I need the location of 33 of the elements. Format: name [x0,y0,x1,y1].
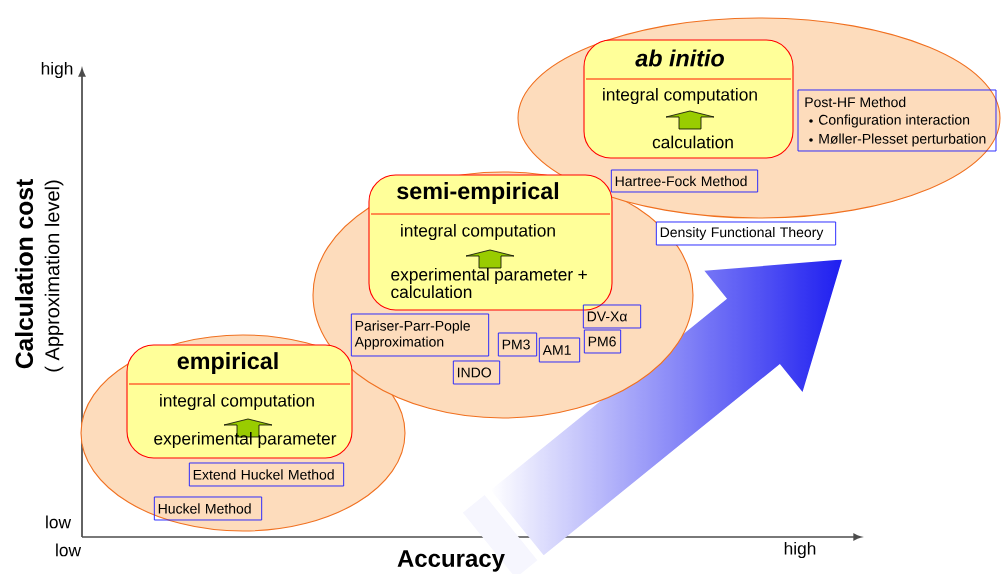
method-label: Extend Huckel Method [188,462,345,487]
axis-label: low [46,515,72,529]
method-box [583,39,794,159]
axis-label: high [41,61,73,79]
box-title: ab initio [635,49,724,67]
list-text: Møller-Plesset perturbation [819,133,986,147]
box-text: integral computation [401,223,555,241]
method-label: DV-Xα [582,304,642,329]
box-text: integral computation [160,393,314,411]
axis-label: low [56,543,82,557]
list-text: Post-HF Method [805,96,906,108]
box-text: integral computation [603,87,757,105]
method-label: Pariser-Parr-Pople Approximation [350,313,490,357]
box-text: calculation [652,135,733,149]
method-label: INDO [452,360,501,385]
method-box [126,344,353,459]
box-title: empirical [177,352,278,374]
box-title: semi-empirical [397,182,559,204]
method-list-box [797,89,997,152]
axis-title: Calculation cost [14,179,34,369]
method-label: Density Functional Theory [655,221,837,246]
axis-title: ( Approximation level) [44,180,64,372]
box-text: experimental parameter + calculation [391,267,587,299]
list-text: Configuration interaction [819,114,970,128]
method-label: Huckel Method [153,496,263,521]
method-box [368,174,613,311]
axis-title: Accuracy [397,550,505,572]
method-label: PM3 [497,332,538,357]
box-text: experimental parameter [154,431,337,449]
method-label: Hartree-Fock Method [610,169,759,193]
method-label: AM1 [538,337,581,363]
method-label: PM6 [583,329,622,354]
axis-label: high [784,541,816,559]
